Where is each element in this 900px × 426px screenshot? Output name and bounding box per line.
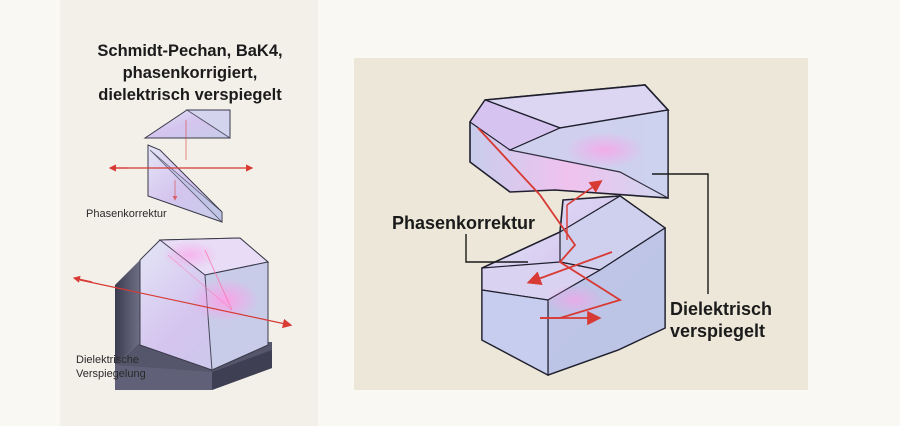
left-coating-line-2: Verspiegelung (76, 368, 146, 380)
right-large-prism (465, 84, 709, 376)
small-prism-pair (108, 109, 254, 223)
right-phase-label: Phasenkorrektur (392, 213, 536, 233)
title-line-2: phasenkorrigiert, (122, 64, 258, 82)
left-phase-label: Phasenkorrektur (86, 208, 167, 220)
right-mirror-line-2: verspiegelt (670, 321, 766, 341)
title-line-3: dielektrisch verspiegelt (98, 86, 282, 104)
diagram-title: Schmidt-Pechan, BaK4, phasenkorrigiert, … (70, 40, 310, 106)
left-coating-label: Dielektrische Verspiegelung (76, 353, 146, 381)
left-prism-block (72, 237, 293, 390)
right-mirror-label: Dielektrisch verspiegelt (670, 298, 772, 342)
title-line-1: Schmidt-Pechan, BaK4, (97, 42, 283, 60)
right-mirror-line-1: Dielektrisch (670, 299, 773, 319)
left-coating-line-1: Dielektrische (76, 354, 139, 366)
